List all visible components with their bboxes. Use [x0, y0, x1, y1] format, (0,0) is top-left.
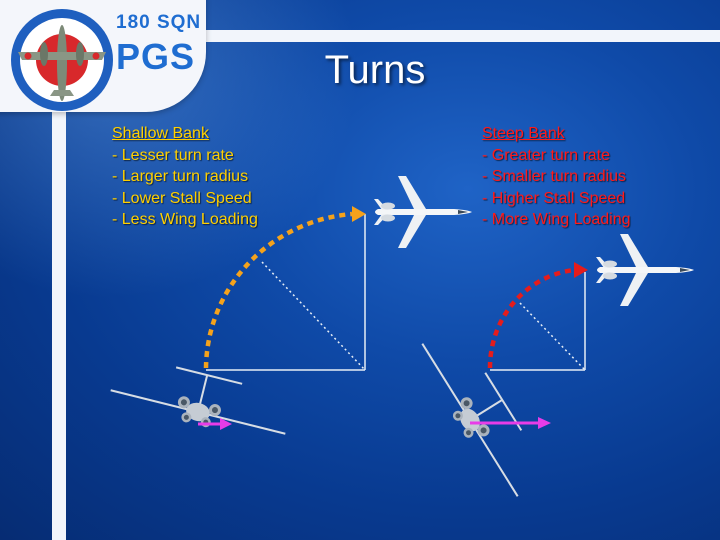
shallow-bank-item: - Lower Stall Speed [112, 189, 252, 207]
steep-lift-arrow-icon [470, 417, 551, 429]
shallow-turn-geometry [203, 206, 366, 371]
shallow-banked-jet-icon [106, 352, 296, 448]
left-vertical-bar [52, 95, 66, 540]
logo-squadron-text: 180 SQN [116, 12, 202, 33]
shallow-bank-heading: Shallow Bank [112, 125, 209, 142]
shallow-bank-item: - Less Wing Loading [112, 211, 258, 228]
shallow-bank-item: - Lesser turn rate [112, 146, 234, 164]
shallow-turn-jet-icon [374, 176, 472, 248]
steep-bank-item: - More Wing Loading [482, 211, 631, 228]
steep-bank-list: Steep Bank - Greater turn rate - Smaller… [482, 123, 631, 231]
steep-turn-geometry [487, 262, 588, 371]
logo-acronym-text: PGS [116, 36, 196, 77]
shallow-bank-list: Shallow Bank - Lesser turn rate - Larger… [112, 123, 258, 231]
steep-turn-jet-icon [596, 234, 694, 306]
roundel-aircraft-logo-icon [11, 9, 113, 111]
shallow-lift-arrow-icon [198, 418, 232, 430]
steep-bank-item: - Greater turn rate [482, 146, 611, 164]
steep-banked-jet-icon [410, 322, 551, 505]
shallow-bank-item: - Larger turn radius [112, 168, 249, 185]
top-horizontal-bar [168, 30, 720, 42]
slide-title: Turns [324, 48, 426, 92]
steep-bank-item: - Smaller turn radius [482, 168, 627, 185]
steep-bank-item: - Higher Stall Speed [482, 189, 626, 207]
steep-bank-heading: Steep Bank [482, 125, 565, 142]
